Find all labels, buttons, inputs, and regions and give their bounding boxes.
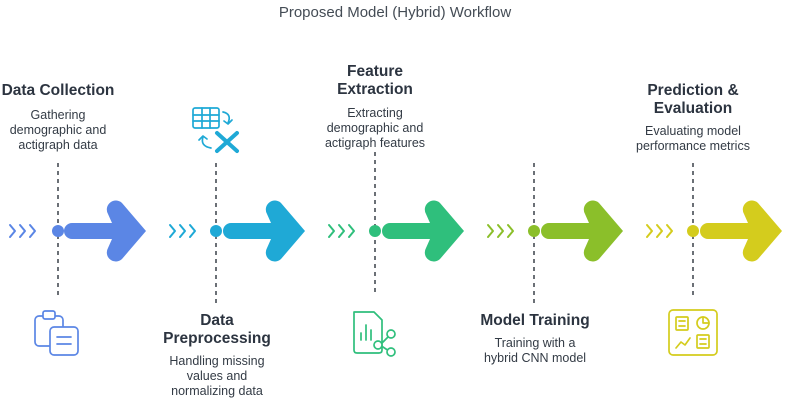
stage-3	[328, 152, 464, 357]
step-5-title: Prediction & Evaluation	[632, 82, 754, 118]
arrow-shape	[223, 200, 305, 262]
timeline-node	[687, 225, 699, 237]
clipboard-icon	[34, 310, 79, 356]
step-5-description: Evaluating model performance metrics	[624, 124, 762, 154]
table-transform-icon	[192, 107, 239, 153]
step-2-title-line-2: Preprocessing	[163, 330, 271, 347]
step-2-description: Handling missing values and normalizing …	[156, 354, 278, 399]
step-2-desc-line-1: Handling missing	[169, 354, 265, 368]
timeline-node	[528, 225, 540, 237]
step-1-desc-line-3: actigraph data	[18, 138, 98, 152]
step-2-title: Data Preprocessing	[156, 312, 278, 348]
step-3-desc-line-2: demographic and	[326, 121, 424, 135]
feature-document-icon	[353, 311, 396, 357]
step-5-title-line-1: Prediction &	[647, 82, 739, 99]
step-1-description: Gathering demographic and actigraph data	[0, 108, 118, 153]
step-3-title-line-1: Feature	[347, 63, 403, 80]
step-4-desc-line-1: Training with a	[494, 336, 576, 350]
step-2-title-line-1: Data	[200, 312, 234, 329]
step-1-title-line-1: Data Collection	[1, 82, 115, 99]
timeline-node	[210, 225, 222, 237]
step-2-desc-line-3: normalizing data	[171, 384, 263, 398]
step-1-desc-line-2: demographic and	[9, 123, 107, 137]
step-3-title: Feature Extraction	[314, 63, 436, 99]
chevrons-icon	[328, 224, 355, 238]
step-2-desc-line-2: values and	[186, 369, 248, 383]
arrow-shape	[64, 200, 146, 262]
chevrons-icon	[9, 224, 36, 238]
step-4-description: Training with a hybrid CNN model	[471, 336, 599, 366]
stage-4	[487, 163, 623, 306]
step-3-title-line-2: Extraction	[337, 81, 413, 98]
step-4-desc-line-2: hybrid CNN model	[483, 351, 587, 365]
chevrons-icon	[646, 224, 673, 238]
step-4-title: Model Training	[471, 312, 599, 330]
step-5-desc-line-2: performance metrics	[636, 139, 750, 153]
step-3-desc-line-3: actigraph features	[324, 136, 426, 150]
timeline-node	[369, 225, 381, 237]
timeline-node	[52, 225, 64, 237]
step-3-description: Extracting demographic and actigraph fea…	[306, 106, 444, 151]
chevrons-icon	[169, 224, 196, 238]
step-1-title: Data Collection	[0, 82, 119, 100]
step-1-desc-line-1: Gathering	[30, 108, 86, 122]
chevrons-icon	[487, 224, 514, 238]
stage-5	[646, 163, 782, 356]
step-4-title-line-1: Model Training	[480, 312, 590, 329]
step-3-desc-line-1: Extracting	[347, 106, 403, 120]
step-5-desc-line-1: Evaluating model	[645, 124, 741, 138]
stage-2	[169, 107, 305, 306]
stage-1	[9, 163, 146, 356]
arrow-shape	[541, 200, 623, 262]
arrow-shape	[700, 200, 782, 262]
arrow-shape	[382, 200, 464, 262]
diagram-title: Proposed Model (Hybrid) Workflow	[278, 4, 512, 21]
step-5-title-line-2: Evaluation	[653, 100, 733, 117]
dashboard-icon	[668, 309, 718, 356]
